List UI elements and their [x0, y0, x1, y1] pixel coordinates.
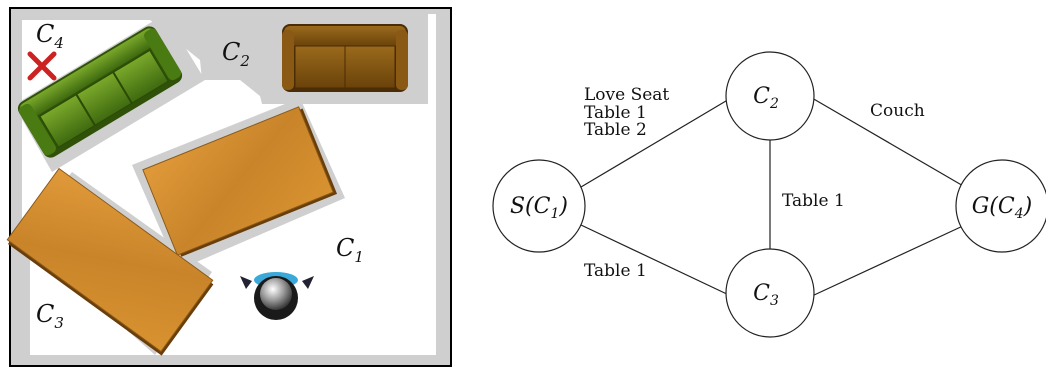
node-c2 — [725, 51, 815, 141]
goal-x-mark — [27, 51, 57, 81]
node-g-c4 — [955, 159, 1046, 253]
bottom-left-padding — [14, 250, 30, 355]
node-label-c3: C3 — [753, 281, 779, 309]
room-map: C4 C2 C1 C3 — [6, 7, 452, 367]
edge-label-s-c2-3: Table 2 — [584, 120, 647, 140]
table-1 — [142, 106, 338, 257]
edge-label-s-c2-1: Love Seat — [584, 85, 669, 105]
edge-s-c3 — [580, 224, 732, 297]
node-label-s: S(C1) — [510, 194, 568, 222]
edge-label-c2-c3: Table 1 — [782, 191, 845, 211]
couch — [282, 24, 408, 92]
right-free-space — [428, 14, 436, 354]
table-2 — [6, 167, 214, 356]
edge-s-c2 — [580, 97, 732, 188]
node-s-c1 — [492, 159, 586, 253]
edge-c3-g — [811, 224, 966, 297]
node-label-g: G(C4) — [972, 194, 1033, 222]
connectivity-graph: S(C1) C2 C3 G(C4) Love Seat Table 1 Tabl… — [492, 51, 1046, 338]
edge-label-c2-g: Couch — [870, 101, 925, 121]
edge-c2-g — [811, 97, 966, 188]
edge-label-s-c3: Table 1 — [584, 261, 647, 281]
edge-label-s-c2-2: Table 1 — [584, 103, 647, 123]
cell-label-c1: C1 — [336, 234, 364, 266]
love-seat — [17, 26, 183, 158]
node-label-c2: C2 — [753, 84, 779, 112]
cell-label-c3: C3 — [36, 300, 64, 332]
cell-label-c2: C2 — [222, 38, 250, 70]
node-c3 — [725, 248, 815, 338]
cell-label-c4: C4 — [36, 20, 64, 52]
robot — [240, 272, 314, 320]
